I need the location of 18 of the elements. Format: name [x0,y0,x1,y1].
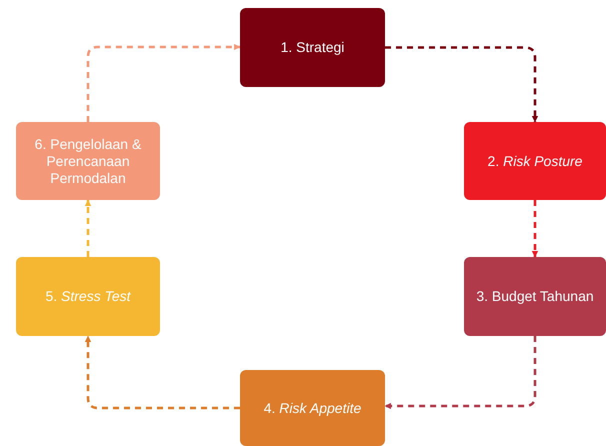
dashed-arrow [84,336,240,410]
dashed-arrow [532,200,538,258]
process-box [464,122,606,200]
dashed-arrow [86,44,240,122]
process-box [240,370,385,446]
process-box [16,122,160,200]
process-box [464,257,606,336]
step-label: 5. Stress Test [45,288,131,305]
step-label: 4. Risk Appetite [264,400,362,416]
dashed-arrow [84,200,92,257]
step-label: 2. Risk Posture [488,152,582,170]
step-label: 1. Strategi [280,39,344,56]
dashed-arrow [384,336,536,410]
step-label: 3. Budget Tahunan [476,288,594,305]
step-label: 6. Pengelolaan & Perencanaan Permodalan [34,136,142,186]
dashed-arrow [385,46,538,122]
process-box [16,257,160,336]
process-box [240,8,385,87]
